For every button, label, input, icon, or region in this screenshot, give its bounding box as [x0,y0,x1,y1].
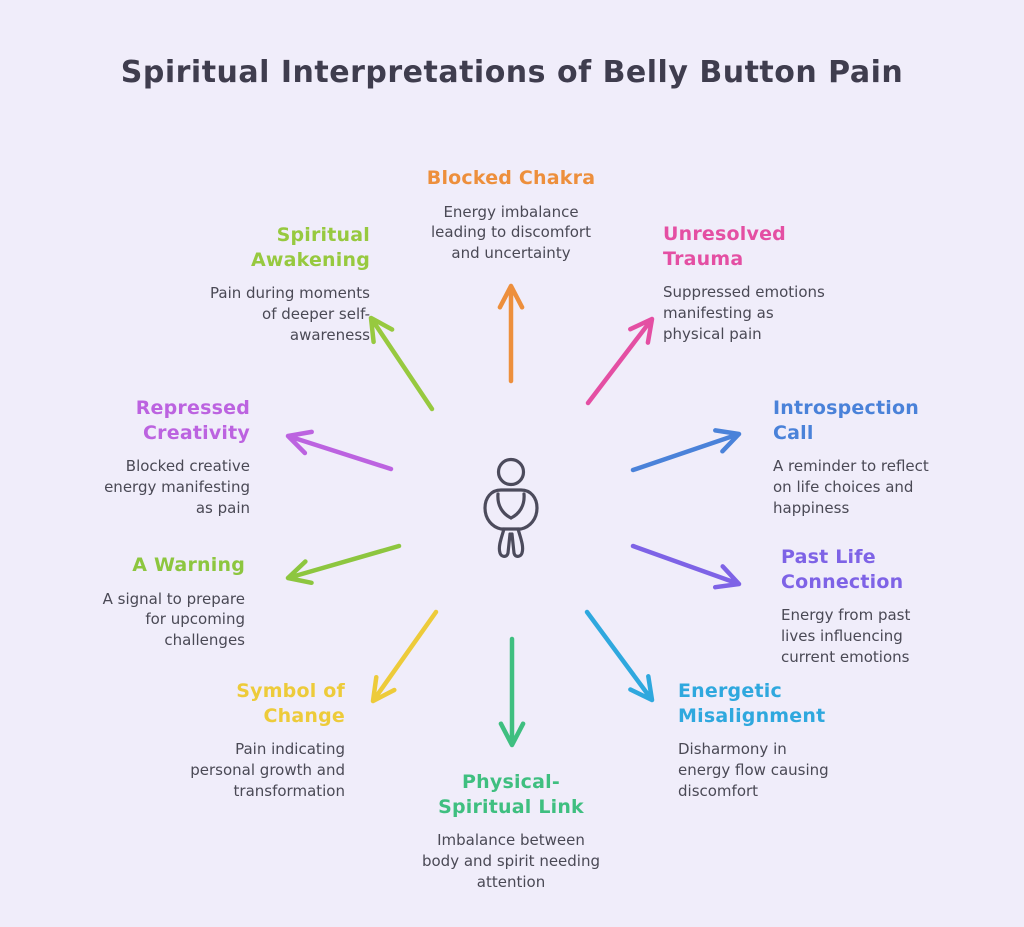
node-label: Introspection Call [773,397,919,444]
arrow-physical-spiritual-link [498,636,526,748]
node-symbol-of-change: Symbol of Change Pain indicating persona… [125,679,345,801]
node-description: Pain indicating personal growth and tran… [190,740,345,800]
figure-head [496,457,526,487]
node-description: Pain during moments of deeper self- awar… [210,284,370,344]
arrow-layer [285,283,742,748]
arrow-symbol-of-change [370,609,439,704]
node-label: Spiritual Awakening [250,224,370,271]
arrow-blocked-chakra [497,283,525,384]
figure-legs [497,527,525,558]
node-label: Repressed Creativity [135,397,250,444]
arrow-past-life-connection [630,543,742,590]
node-a-warning: A Warning A signal to prepare for upcomi… [60,553,245,651]
node-label: Blocked Chakra [426,167,596,189]
node-spiritual-awakening: Spiritual Awakening Pain during moments … [170,223,370,345]
arrow-introspection-call [630,428,742,473]
node-label: Energetic Misalignment [678,680,826,727]
node-label: A Warning [132,554,245,576]
node-label: Symbol of Change [236,680,345,727]
node-introspection-call: Introspection Call A reminder to reflect… [773,396,985,518]
node-energetic-misalignment: Energetic Misalignment Disharmony in ene… [678,679,893,801]
arrow-repressed-creativity [285,429,394,472]
node-description: Blocked creative energy manifesting as p… [104,457,250,517]
node-physical-spiritual-link: Physical- Spiritual Link Imbalance betwe… [391,770,631,892]
node-description: Suppressed emotions manifesting as physi… [663,283,825,343]
node-label: Physical- Spiritual Link [438,771,584,818]
node-description: A signal to prepare for upcoming challen… [102,589,245,650]
node-blocked-chakra: Blocked Chakra Energy imbalance leading … [391,166,631,264]
arrow-energetic-misalignment [584,609,655,703]
arrow-unresolved-trauma [585,316,655,406]
arrow-spiritual-awakening [368,315,435,412]
node-description: Energy imbalance leading to discomfort a… [431,202,591,263]
node-unresolved-trauma: Unresolved Trauma Suppressed emotions ma… [663,222,863,344]
figure-torso [483,488,539,531]
node-description: Disharmony in energy flow causing discom… [678,740,829,800]
node-description: A reminder to reflect on life choices an… [773,457,929,517]
person-holding-belly-icon [483,457,539,558]
arrow-a-warning [285,543,402,586]
node-description: Energy from past lives influencing curre… [781,606,911,666]
node-label: Unresolved Trauma [663,223,786,270]
figure-arms [496,492,526,520]
node-past-life-connection: Past Life Connection Energy from past li… [781,545,986,667]
node-label: Past Life Connection [781,546,904,593]
page-title: Spiritual Interpretations of Belly Butto… [120,55,904,90]
node-description: Imbalance between body and spirit needin… [421,831,601,891]
node-repressed-creativity: Repressed Creativity Blocked creative en… [68,396,250,518]
